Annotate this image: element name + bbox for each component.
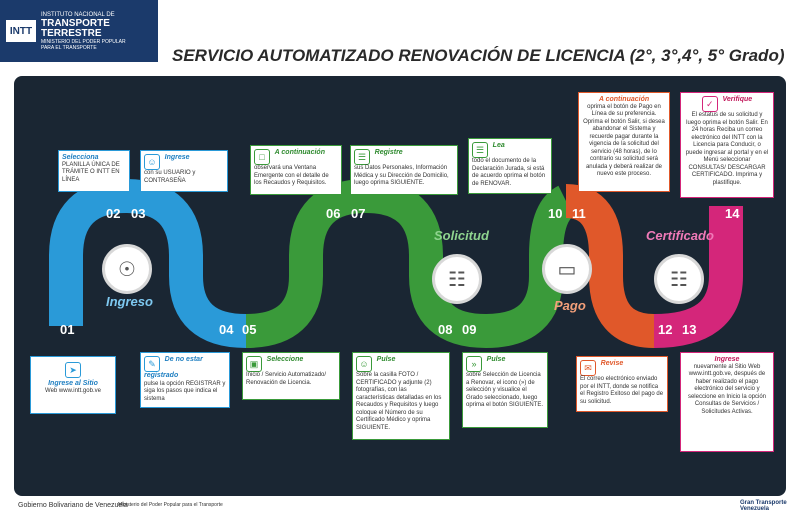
step-04-head: De no estar registrado	[144, 356, 203, 379]
card-icon: ▭	[542, 244, 592, 294]
step-02-body: PLANILLA ÚNICA DE TRÁMITE O INTT EN LÍNE…	[62, 161, 120, 183]
step-14-box: ✓ Verifique El estatus de su solicitud y…	[680, 92, 774, 198]
step-14-body: El estatus de su solicitud y luego oprim…	[685, 112, 769, 186]
step-07-body: sus Datos Personales, Información Médica…	[354, 165, 449, 186]
step-number-05: 05	[242, 322, 257, 337]
check-icon: ✓	[701, 96, 718, 112]
register-icon: ✎	[144, 356, 160, 372]
step-number-11: 11	[572, 206, 586, 221]
window-icon: □	[254, 149, 270, 165]
step-04-box: ✎ De no estar registrado pulse la opción…	[140, 352, 230, 408]
step-07-box: ☰ Registre sus Datos Personales, Informa…	[350, 145, 458, 195]
step-05-box: ▣ Seleccione Inicio / Servicio Automatiz…	[242, 352, 340, 400]
footer-ministry: Ministerio del Poder Popular para el Tra…	[118, 502, 223, 508]
stage-ingreso: Ingreso	[106, 294, 153, 309]
step-11-body: oprima el botón de Pago en Línea de su p…	[583, 103, 665, 178]
logo-line2: TRANSPORTE	[41, 18, 110, 29]
step-number-07: 07	[351, 206, 366, 221]
step-08-box: ☺ Pulse Sobre la casilla FOTO / CERTIFIC…	[352, 352, 450, 440]
step-12-box: ✉ Revise El correo electrónico enviado p…	[576, 356, 668, 412]
step-03-head: Ingrese	[164, 154, 190, 161]
step-13-box: Ingrese nuevamente al Sitio Web www.intt…	[680, 352, 774, 452]
step-13-head: Ingrese	[714, 356, 740, 363]
user-icon: ☺	[144, 154, 160, 170]
step-01-box: ➤ Ingrese al Sitio Web www.intt.gob.ve	[30, 356, 116, 414]
step-10-body: todo el documento de la Declaración Jura…	[472, 158, 546, 187]
step-number-14: 14	[725, 206, 740, 221]
step-06-body: observará una Ventana Emergente con el d…	[254, 165, 329, 186]
license-icon: ▣	[246, 356, 262, 372]
road-segment-solicitud	[245, 178, 576, 349]
step-number-04: 04	[219, 322, 234, 337]
intt-logo-box: INTT	[6, 20, 36, 42]
document-icon: ☷	[432, 254, 482, 304]
step-number-08: 08	[438, 322, 453, 337]
step-02-box: Selecciona PLANILLA ÚNICA DE TRÁMITE O I…	[58, 150, 130, 192]
road-segment-certificado	[653, 206, 743, 348]
footer-gov: Gobierno Bolivariano de Venezuela	[18, 502, 128, 509]
stage-pago: Pago	[554, 298, 586, 313]
step-01-head: Ingrese al Sitio	[48, 380, 98, 387]
step-number-02: 02	[106, 206, 121, 221]
step-number-12: 12	[658, 322, 673, 337]
page-title: SERVICIO AUTOMATIZADO RENOVACIÓN DE LICE…	[172, 46, 785, 65]
document-small-icon: ☰	[472, 142, 488, 158]
step-14-head: Verifique	[722, 96, 753, 103]
step-12-head: Revise	[600, 360, 624, 367]
step-08-body: Sobre la casilla FOTO / CERTIFICADO y ad…	[356, 372, 442, 431]
logo-line5: PARA EL TRANSPORTE	[41, 45, 97, 51]
mail-icon: ✉	[580, 360, 596, 376]
step-04-body: pulse la opción REGISTRAR y siga los pas…	[144, 380, 226, 402]
cursor-icon: ➤	[65, 362, 81, 378]
step-03-body: con su USUARIO y CONTRASEÑA	[144, 170, 196, 184]
step-12-body: El correo electrónico enviado por el INT…	[580, 376, 664, 405]
step-06-head: A continuación	[274, 149, 325, 156]
step-01-body: Web www.intt.gob.ve	[45, 387, 101, 394]
step-number-10: 10	[548, 206, 563, 221]
logo-line3: TERRESTRE	[41, 28, 102, 39]
footer-gran-transporte: Gran Transporte Venezuela	[740, 500, 787, 512]
step-06-box: □ A continuación observará una Ventana E…	[250, 145, 342, 195]
stage-solicitud: Solicitud	[434, 228, 489, 243]
intt-logo-text: INSTITUTO NACIONAL DE TRANSPORTE TERREST…	[41, 11, 126, 51]
logo-line4: MINISTERIO DEL PODER POPULAR	[41, 39, 126, 45]
road-segment-ingreso	[49, 178, 247, 348]
step-05-head: Seleccione	[266, 356, 304, 363]
step-number-06: 06	[326, 206, 341, 221]
step-10-head: Lea	[492, 142, 505, 149]
step-08-head: Pulse	[376, 356, 396, 363]
intt-logo: INTT INSTITUTO NACIONAL DE TRANSPORTE TE…	[0, 0, 158, 62]
logo-line1: INSTITUTO NACIONAL DE	[41, 12, 115, 18]
step-07-head: Registre	[374, 149, 403, 156]
globe-icon: ☉	[102, 244, 152, 294]
certificate-icon: ☷	[654, 254, 704, 304]
step-number-13: 13	[682, 322, 697, 337]
step-03-box: ☺ Ingrese con su USUARIO y CONTRASEÑA	[140, 150, 228, 192]
footer: Gobierno Bolivariano de Venezuela Minist…	[0, 497, 800, 519]
step-02-head: Selecciona	[62, 154, 99, 161]
photo-icon: ☺	[356, 356, 372, 372]
step-11-box: A continuación oprima el botón de Pago e…	[578, 92, 670, 192]
step-10-box: ☰ Lea todo el documento de la Declaració…	[468, 138, 552, 194]
step-11-head: A continuación	[598, 96, 650, 103]
step-13-body: nuevamente al Sitio Web www.intt.gob.ve,…	[687, 363, 767, 415]
step-09-box: » Pulse sobre Selección de Licencia a Re…	[462, 352, 548, 428]
step-09-body: sobre Selección de Licencia a Renovar, e…	[466, 372, 544, 408]
step-number-03: 03	[131, 206, 146, 221]
select-icon: »	[466, 356, 482, 372]
stage-certificado: Certificado	[646, 228, 714, 243]
form-icon: ☰	[354, 149, 370, 165]
step-09-head: Pulse	[486, 356, 506, 363]
step-number-09: 09	[462, 322, 477, 337]
step-05-body: Inicio / Servicio Automatizado/ Renovaci…	[246, 372, 327, 386]
road-segment-pago	[564, 184, 655, 348]
step-number-01: 01	[60, 322, 75, 337]
